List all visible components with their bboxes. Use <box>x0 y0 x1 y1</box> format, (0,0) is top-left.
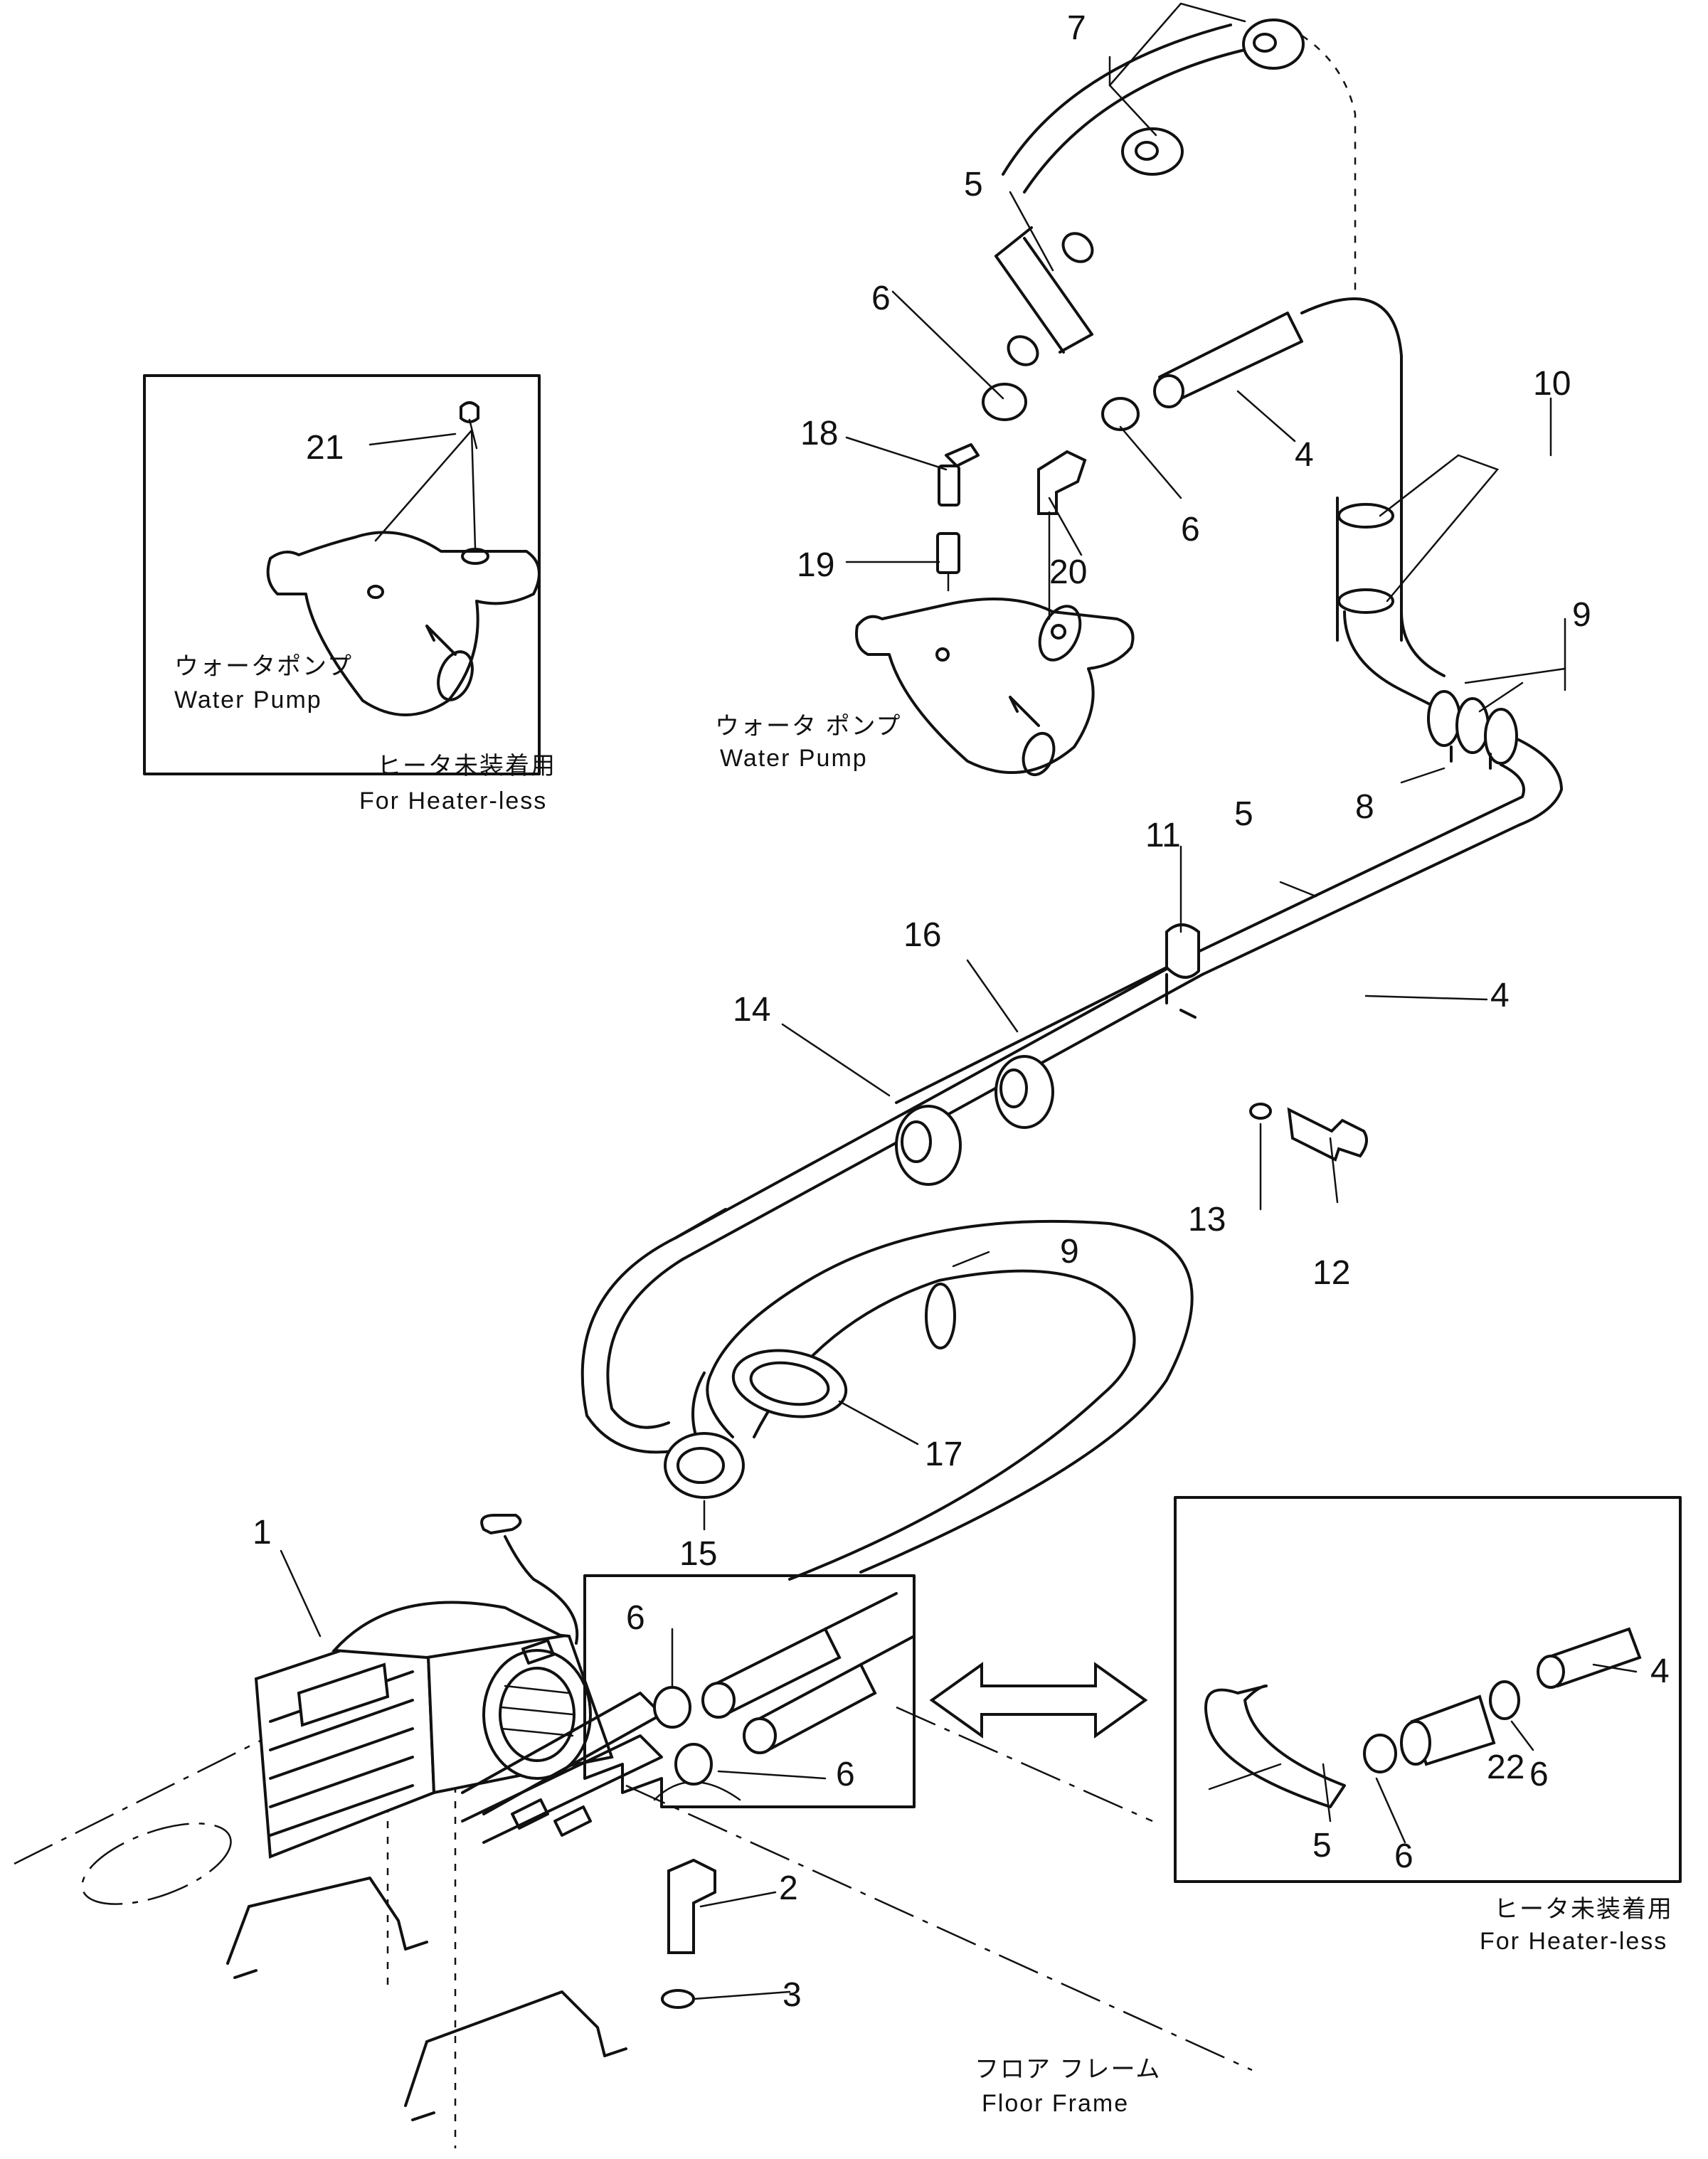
callout-numbers: 21 1 2 3 4 4 4 5 5 5 6 6 6 6 6 6 7 8 9 9… <box>253 9 1670 2014</box>
callout-15: 15 <box>679 1535 717 1573</box>
callout-14: 14 <box>733 991 770 1029</box>
callout-7: 7 <box>1067 9 1086 47</box>
bolt-12-washer-13 <box>1249 1103 1368 1162</box>
inset-pump-en-label: Water Pump <box>174 686 322 714</box>
callout-9b: 9 <box>1060 1233 1079 1271</box>
hose-5-top <box>994 226 1094 366</box>
callout-4c: 4 <box>1650 1653 1670 1690</box>
clamp-6-mid <box>1101 397 1140 431</box>
inset-top-caption-en: For Heater-less <box>359 787 547 815</box>
clamp-11 <box>1165 923 1200 1019</box>
callout-20: 20 <box>1049 553 1087 591</box>
hose-4-top <box>1153 312 1303 408</box>
callout-12: 12 <box>1312 1254 1350 1292</box>
callout-21: 21 <box>306 429 344 467</box>
inset-heaterless-pump: ウォータポンプ Water Pump ヒータ未装着用 For Heater-le… <box>143 374 556 815</box>
inset-heaterless-connection: ヒータ未装着用 For Heater-less <box>1174 1496 1682 1955</box>
callout-13: 13 <box>1188 1201 1226 1238</box>
callout-6d: 6 <box>836 1756 855 1793</box>
lower-loop <box>664 1219 1194 1581</box>
callout-6b: 6 <box>1181 511 1200 548</box>
connection-detail-box <box>583 1574 916 1808</box>
callout-19: 19 <box>797 546 834 584</box>
callout-5c: 5 <box>1312 1827 1332 1864</box>
leader-lines <box>280 55 1638 2000</box>
callout-9a: 9 <box>1572 596 1591 634</box>
pump-en-label: Water Pump <box>720 745 868 772</box>
callout-6a: 6 <box>871 280 891 317</box>
bolt-2-washer-3 <box>653 1781 741 2009</box>
inset-bottom-caption-jp: ヒータ未装着用 <box>1494 1896 1673 1923</box>
main-water-pump: ウォータ ポンプ Water Pump <box>715 598 1135 777</box>
callout-4a: 4 <box>1295 436 1314 474</box>
callout-5a: 5 <box>964 166 983 203</box>
callout-16: 16 <box>903 916 941 954</box>
clamp-6-top <box>982 383 1027 421</box>
callout-3: 3 <box>783 1976 802 2014</box>
callout-4b: 4 <box>1490 977 1510 1014</box>
callout-6c: 6 <box>626 1599 645 1637</box>
pump-jp-label: ウォータ ポンプ <box>715 713 901 740</box>
callout-1: 1 <box>253 1514 272 1551</box>
callout-5b: 5 <box>1234 795 1253 833</box>
hose-main-run <box>580 952 1204 1454</box>
callout-2: 2 <box>779 1869 798 1907</box>
callout-17: 17 <box>925 1436 962 1473</box>
fittings <box>936 443 1087 620</box>
upper-bend-hose <box>1002 2 1357 299</box>
heater-unit <box>226 1514 663 2121</box>
grommets-14-16 <box>895 1055 1054 1186</box>
inset-top-caption-jp: ヒータ未装着用 <box>377 753 556 780</box>
callout-11: 11 <box>1145 817 1181 854</box>
callout-10: 10 <box>1533 365 1571 403</box>
callout-22: 22 <box>1487 1749 1524 1786</box>
floor-frame-en-label: Floor Frame <box>982 2090 1129 2117</box>
inset-pump-jp-label: ウォータポンプ <box>174 653 353 680</box>
inset-bottom-caption-en: For Heater-less <box>1480 1928 1667 1955</box>
callout-6e: 6 <box>1394 1837 1413 1875</box>
hose-vertical-right <box>1300 297 1500 713</box>
callout-8: 8 <box>1355 788 1374 826</box>
floor-frame-jp-label: フロア フレーム <box>975 2056 1161 2083</box>
callout-18: 18 <box>800 415 838 452</box>
double-arrow-icon <box>929 1662 1148 1739</box>
callout-6f: 6 <box>1529 1756 1549 1793</box>
floor-frame-lines <box>14 1706 1253 2148</box>
